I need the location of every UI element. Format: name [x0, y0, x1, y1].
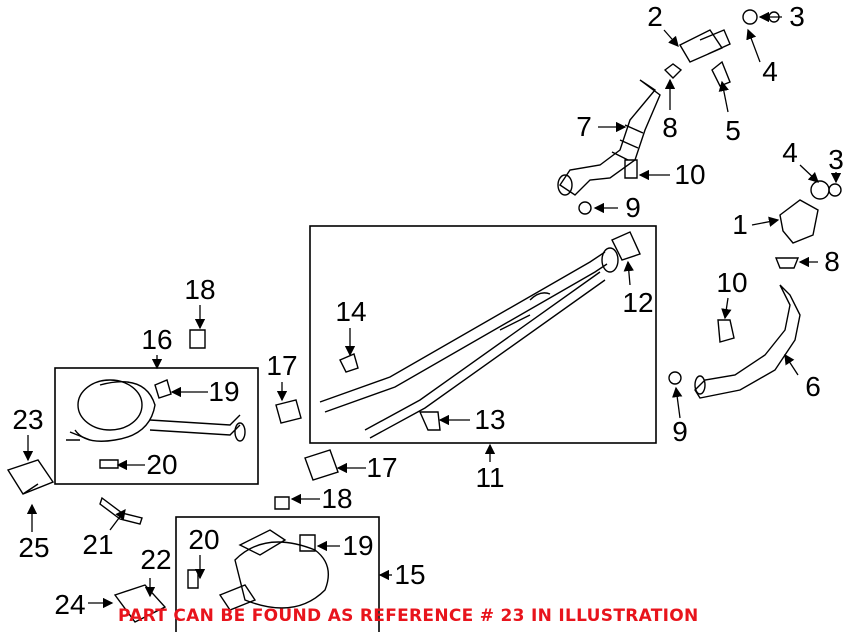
callout-24[interactable]: 24	[54, 589, 86, 620]
left-muffler	[66, 379, 246, 469]
catalytic-converter-upper	[557, 29, 731, 196]
callout-6[interactable]: 6	[805, 371, 821, 402]
callout-19b[interactable]: 19	[342, 530, 374, 561]
callout-18[interactable]: 18	[184, 274, 216, 305]
callout-25[interactable]: 25	[18, 532, 50, 563]
callout-1[interactable]: 1	[732, 209, 748, 240]
callout-17b[interactable]: 17	[366, 452, 398, 483]
callout-12[interactable]: 12	[622, 287, 654, 318]
callout-14[interactable]: 14	[335, 296, 367, 327]
callout-22[interactable]: 22	[140, 544, 172, 575]
reference-note: PART CAN BE FOUND AS REFERENCE # 23 IN I…	[118, 606, 699, 626]
callout-7[interactable]: 7	[576, 111, 592, 142]
callout-11[interactable]: 11	[475, 462, 505, 493]
leader-lines	[22, 11, 842, 609]
callout-9b[interactable]: 9	[672, 416, 688, 447]
callout-8b[interactable]: 8	[824, 246, 840, 277]
callout-17[interactable]: 17	[266, 350, 298, 381]
callout-15[interactable]: 15	[394, 559, 426, 590]
callout-23[interactable]: 23	[12, 404, 44, 435]
callout-16[interactable]: 16	[141, 324, 173, 355]
callout-9[interactable]: 9	[625, 192, 641, 223]
callout-10b[interactable]: 10	[716, 267, 748, 298]
callout-21[interactable]: 21	[82, 529, 114, 560]
callout-10[interactable]: 10	[674, 159, 706, 190]
callout-4b[interactable]: 4	[782, 137, 798, 168]
callout-18b[interactable]: 18	[321, 483, 353, 514]
center-pipe	[319, 231, 641, 439]
callout-13[interactable]: 13	[474, 404, 506, 435]
callout-20[interactable]: 20	[146, 449, 178, 480]
right-muffler	[187, 529, 329, 611]
catalytic-converter-lower	[694, 199, 819, 399]
callout-2[interactable]: 2	[647, 1, 663, 32]
callout-20b[interactable]: 20	[188, 524, 220, 555]
callout-3b[interactable]: 3	[828, 144, 844, 175]
callout-3[interactable]: 3	[789, 1, 805, 32]
callout-8[interactable]: 8	[662, 112, 678, 143]
callout-5[interactable]: 5	[725, 115, 741, 146]
callout-19[interactable]: 19	[208, 376, 240, 407]
box-center-pipe	[309, 225, 657, 444]
callout-4[interactable]: 4	[762, 56, 778, 87]
